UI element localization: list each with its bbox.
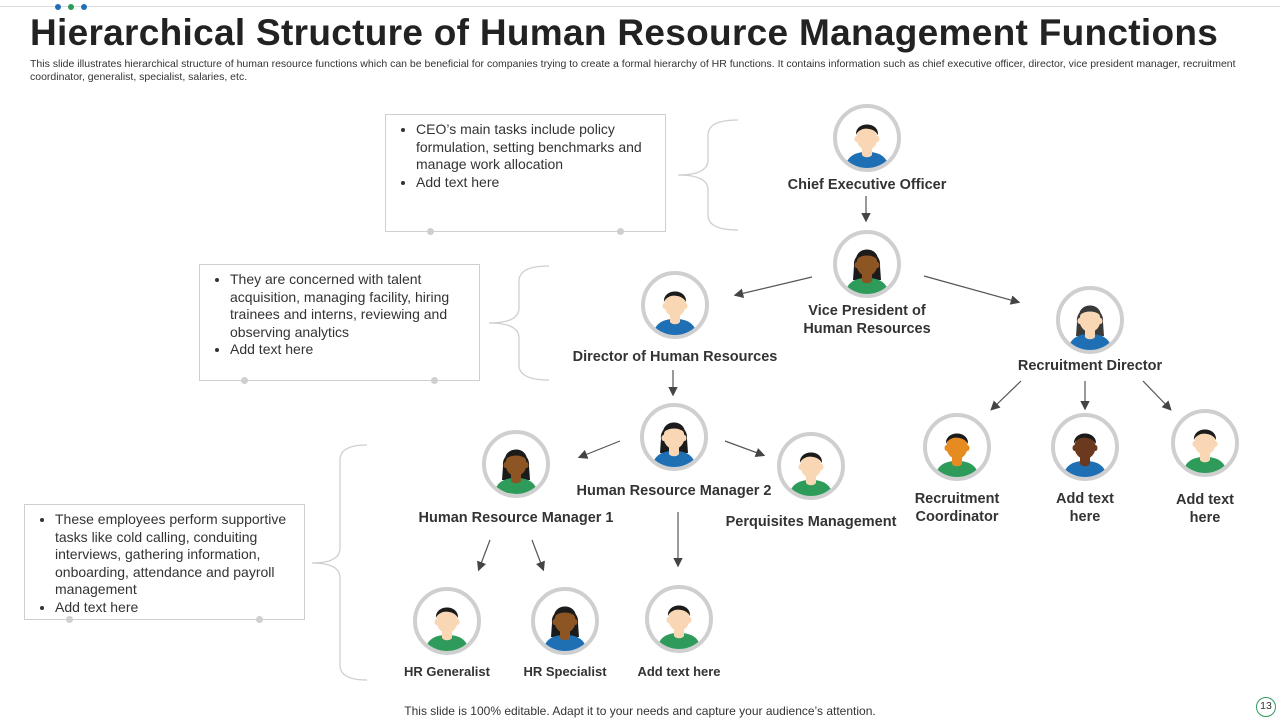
note-dot xyxy=(66,616,73,623)
person-icon xyxy=(1068,305,1112,350)
avatar xyxy=(1056,286,1124,354)
node-hr-specialist: HR Specialist xyxy=(523,587,607,679)
page-title: Hierarchical Structure of Human Resource… xyxy=(30,12,1219,53)
note-dot xyxy=(241,377,248,384)
node-label: Vice President of Human Resources xyxy=(803,302,930,338)
avatar xyxy=(413,587,481,655)
node-label: Chief Executive Officer xyxy=(787,177,947,193)
director-note-item: Add text here xyxy=(230,341,469,359)
node-label-line: Add text xyxy=(1176,492,1234,508)
person-icon xyxy=(652,422,696,467)
note-dot xyxy=(427,228,434,235)
node-recruitment-director: Recruitment Director xyxy=(1018,286,1162,374)
person-icon xyxy=(935,433,979,477)
arrow-recruitment-director-coordinator xyxy=(990,380,1022,411)
node-label-line: Coordinator xyxy=(915,509,999,525)
node-label: Add text here xyxy=(637,664,721,679)
person-icon xyxy=(425,607,469,651)
node-label: Add text here xyxy=(1176,491,1234,527)
person-icon xyxy=(1063,433,1107,477)
node-label-line: Add text xyxy=(1056,491,1114,507)
page-number: 13 xyxy=(1256,697,1276,717)
node-hr-manager-1: Human Resource Manager 1 xyxy=(418,430,614,526)
brace-director xyxy=(488,265,550,381)
node-label: Human Resource Manager 1 xyxy=(418,510,614,526)
brace-ceo xyxy=(677,119,739,231)
node-vp: Vice President of Human Resources xyxy=(803,230,931,337)
accent-dot xyxy=(81,4,87,10)
person-icon xyxy=(653,291,697,335)
ceo-note-item: CEO’s main tasks include policy formulat… xyxy=(416,121,655,174)
top-divider xyxy=(0,6,1280,7)
staff-note: These employees perform supportive tasks… xyxy=(24,504,305,623)
node-hr-manager-2: Human Resource Manager 2 xyxy=(576,403,772,499)
node-ceo: Chief Executive Officer xyxy=(788,104,946,193)
node-label: HR Specialist xyxy=(523,664,607,679)
arrow-manager2-perquisites xyxy=(724,440,766,458)
avatar xyxy=(1171,409,1239,477)
avatar xyxy=(531,587,599,655)
arrow-vp-director xyxy=(733,276,813,299)
accent-dots xyxy=(55,4,87,10)
staff-note-list: These employees perform supportive tasks… xyxy=(35,511,294,616)
note-dot xyxy=(431,377,438,384)
arrow-recruitment-director-add2 xyxy=(1142,380,1172,411)
node-label-line: Recruitment xyxy=(914,491,1000,507)
avatar xyxy=(640,403,708,471)
avatar xyxy=(641,271,709,339)
page-subtitle: This slide illustrates hierarchical stru… xyxy=(30,58,1236,83)
staff-note-item: These employees perform supportive tasks… xyxy=(55,511,294,599)
ceo-note-list: CEO’s main tasks include policy formulat… xyxy=(396,121,655,191)
node-label-line: here xyxy=(1069,509,1101,525)
person-icon xyxy=(657,605,701,649)
node-recruitment-coordinator: Recruitment Coordinator xyxy=(915,413,999,525)
avatar xyxy=(1051,413,1119,481)
node-label: Perquisites Management xyxy=(725,514,897,530)
node-director: Director of Human Resources xyxy=(573,271,777,365)
node-perquisites: Perquisites Management xyxy=(726,432,896,530)
note-dot xyxy=(617,228,624,235)
node-label-line: Human Resources xyxy=(803,321,931,337)
node-label-line: Vice President of xyxy=(808,303,926,319)
node-add-text-3: Add text here xyxy=(637,585,721,679)
node-label-line: here xyxy=(1189,510,1221,526)
person-icon xyxy=(494,449,538,494)
node-label: Recruitment Coordinator xyxy=(915,490,1000,526)
ceo-note: CEO’s main tasks include policy formulat… xyxy=(385,114,666,235)
node-label: Human Resource Manager 2 xyxy=(576,483,772,499)
person-icon xyxy=(845,249,889,294)
avatar xyxy=(482,430,550,498)
person-icon xyxy=(1183,429,1227,473)
arrow-vp-recruitment-director xyxy=(923,275,1021,305)
accent-dot xyxy=(68,4,74,10)
avatar xyxy=(833,104,901,172)
person-icon xyxy=(789,452,833,496)
staff-note-item: Add text here xyxy=(55,599,294,617)
node-add-text-1: Add text here xyxy=(1051,413,1119,525)
note-dot xyxy=(256,616,263,623)
node-add-text-2: Add text here xyxy=(1171,409,1239,526)
avatar xyxy=(923,413,991,481)
ceo-note-item: Add text here xyxy=(416,174,655,192)
arrow-manager1-generalist xyxy=(477,539,491,572)
node-label: Director of Human Resources xyxy=(572,349,778,365)
person-icon xyxy=(543,606,587,651)
node-hr-generalist: HR Generalist xyxy=(404,587,490,679)
avatar xyxy=(833,230,901,298)
director-note: They are concerned with talent acquisiti… xyxy=(199,264,480,384)
director-note-item: They are concerned with talent acquisiti… xyxy=(230,271,469,341)
node-label: HR Generalist xyxy=(404,664,490,679)
node-label: Recruitment Director xyxy=(1017,358,1163,374)
avatar xyxy=(777,432,845,500)
avatar xyxy=(645,585,713,653)
footer-note: This slide is 100% editable. Adapt it to… xyxy=(404,704,876,718)
director-note-list: They are concerned with talent acquisiti… xyxy=(210,271,469,359)
brace-staff xyxy=(311,444,368,681)
arrow-manager1-specialist xyxy=(531,539,545,572)
arrow-manager2-manager1 xyxy=(577,440,621,459)
node-label: Add text here xyxy=(1056,490,1114,526)
accent-dot xyxy=(55,4,61,10)
person-icon xyxy=(845,124,889,168)
